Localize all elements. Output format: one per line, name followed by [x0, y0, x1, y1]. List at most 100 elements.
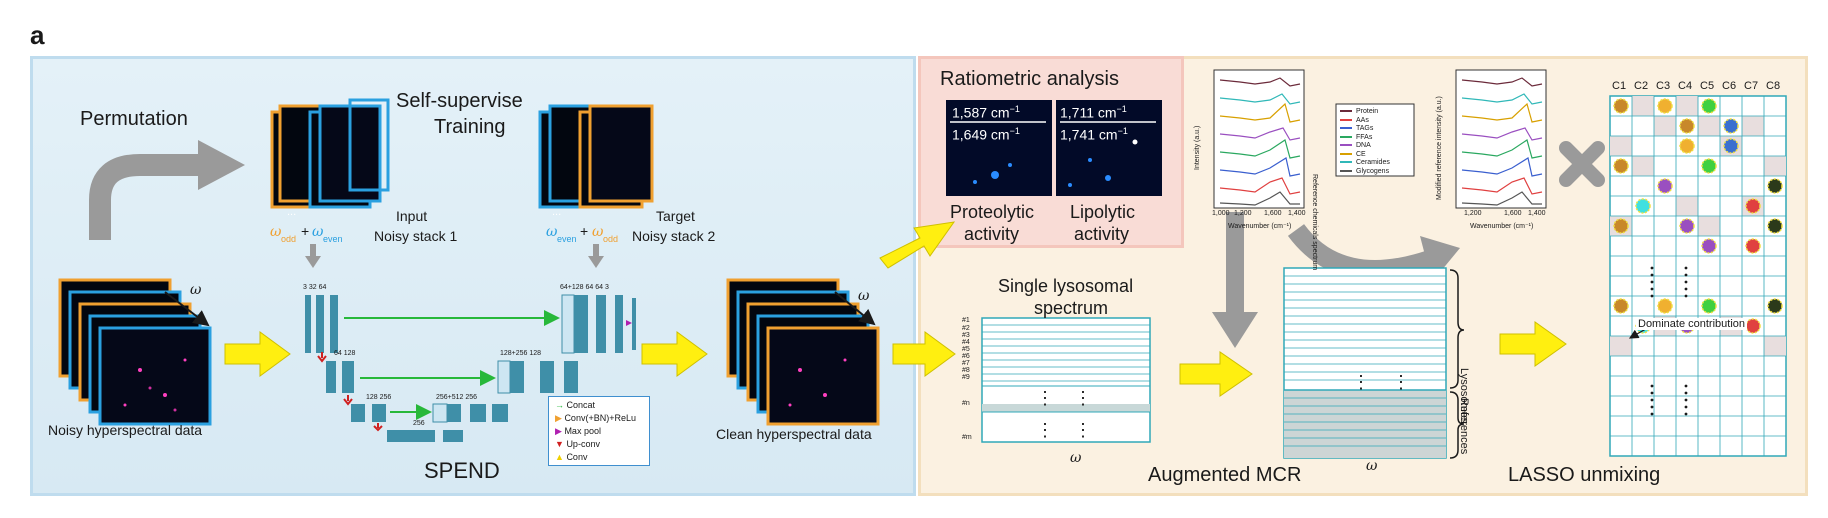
lasso-cell-shaded [1764, 336, 1786, 356]
lasso-contribution-dot [1723, 118, 1739, 134]
dominate-contribution-label: Dominate contribution [1636, 318, 1748, 330]
target-ellipsis: ... [552, 206, 562, 218]
row-label: #n [962, 400, 970, 407]
right-den-sup: −1 [1117, 126, 1128, 136]
left-tick-0: 1,000 [1212, 210, 1230, 217]
legend-label: Ceramides [1356, 159, 1390, 166]
single-dots-2: ⋮ [1074, 388, 1092, 408]
lasso-contribution-dot [1767, 298, 1783, 314]
lasso-contribution-dot [1657, 298, 1673, 314]
permutation-arrow [89, 140, 245, 240]
lasso-ellipsis-dot [1684, 280, 1688, 284]
left-xlabel: Wavenumber (cm⁻¹) [1228, 223, 1292, 230]
input-noisy-label: Noisy stack 1 [374, 228, 458, 244]
right-den-text: 1,741 cm [1060, 126, 1118, 143]
target-omega-odd: ω [592, 224, 604, 240]
ratio-right-numerator: 1,711 cm−1 [1060, 104, 1127, 121]
lasso-cell-shaded [1654, 116, 1676, 136]
noisy-omega: ω [190, 282, 202, 298]
lasso-contribution-dot [1679, 118, 1695, 134]
unet-diagram [305, 294, 636, 442]
input-stack [270, 98, 390, 209]
target-noisy-label: Noisy stack 2 [632, 228, 716, 244]
lasso-cell-shaded [1676, 196, 1698, 216]
spectra-legend-item: DNA [1340, 142, 1371, 149]
row-label: #4 [962, 339, 970, 346]
max-pool-icon: ▶ [555, 426, 562, 436]
lasso-cell-shaded [1610, 136, 1632, 156]
left-tick-2: 1,600 [1264, 210, 1282, 217]
ratio-left-denominator: 1,649 cm−1 [952, 126, 1020, 143]
lasso-column-label: C3 [1656, 80, 1671, 92]
lasso-ellipsis-dot [1684, 405, 1688, 409]
left-tick-3: 1,400 [1288, 210, 1306, 217]
lasso-contribution-dot [1613, 158, 1629, 174]
lasso-contribution-dot [1767, 218, 1783, 234]
even-subscript: even [323, 234, 343, 244]
lasso-contribution-dot [1657, 98, 1673, 114]
lasso-ellipsis-dot [1684, 391, 1688, 395]
plus-sign-1: + [301, 223, 310, 239]
lasso-ellipsis-dot [1650, 266, 1654, 270]
spectra-legend-item: Glycogens [1340, 168, 1389, 175]
legend-label: FFAs [1356, 133, 1373, 141]
lasso-ellipsis-dot [1684, 273, 1688, 277]
lasso-contribution-dot [1657, 178, 1673, 194]
augmented-mcr-label: Augmented MCR [1148, 464, 1302, 486]
lasso-contribution-dot [1635, 198, 1651, 214]
legend-swatch-icon [1340, 152, 1352, 155]
legend-swatch-icon [1340, 161, 1352, 164]
lasso-column-label: C6 [1722, 80, 1737, 92]
lasso-column-label: C4 [1678, 80, 1693, 92]
unet-label-l3: 128 256 [366, 394, 392, 401]
legend-conv-relu: Conv(+BN)+ReLu [564, 413, 636, 423]
row-label: #1 [962, 317, 970, 324]
left-tick-1: 1,200 [1234, 210, 1252, 217]
lasso-ellipsis-dot [1684, 294, 1688, 298]
legend-label: CE [1356, 150, 1366, 158]
legend-swatch-icon [1340, 144, 1352, 147]
row-label: #5 [962, 346, 970, 353]
target-label: Target [656, 208, 695, 224]
row-label: #m [962, 434, 972, 441]
lipolytic-label: Lipolytic [1070, 202, 1136, 222]
lasso-column-label: C8 [1766, 80, 1781, 92]
spectra-legend-item: FFAs [1340, 134, 1372, 141]
lasso-column-label: C2 [1634, 80, 1649, 92]
left-den-text: 1,649 cm [952, 126, 1010, 143]
spend-label: SPEND [424, 458, 500, 483]
input-label: Input [396, 208, 428, 224]
training-label: Training [434, 116, 506, 138]
clean-hyperspectral-label: Clean hyperspectral data [716, 426, 872, 442]
legend-swatch-icon [1340, 169, 1352, 172]
lasso-contribution-dot [1701, 238, 1717, 254]
single-dots-1: ⋮ [1036, 388, 1054, 408]
legend-label: Protein [1356, 108, 1379, 115]
legend-label: Glycogens [1356, 167, 1390, 175]
single-dots-4: ⋮ [1074, 420, 1092, 440]
legend-swatch-icon [1340, 118, 1352, 121]
omega-even-symbol: ω [312, 224, 324, 240]
unet-label-l1: 3 32 64 [303, 284, 327, 291]
legend-swatch-icon [1340, 127, 1352, 130]
lasso-cell-shaded [1632, 156, 1654, 176]
row-label: #6 [962, 353, 970, 360]
self-supervise-label: Self-supervise [396, 90, 523, 112]
lasso-contribution-dot [1613, 298, 1629, 314]
panel-letter: a [30, 20, 45, 50]
omega-odd-symbol: ω [270, 224, 282, 240]
input-ellipsis: ... [287, 206, 297, 218]
ratio-left-numerator: 1,587 cm−1 [952, 104, 1020, 121]
plus-sign-2: + [580, 223, 589, 239]
right-xlabel: Wavenumber (cm⁻¹) [1470, 223, 1534, 230]
unet-label-r3: 128+256 128 [500, 350, 542, 357]
concat-icon: → [555, 400, 564, 410]
target-even-subscript: even [557, 234, 577, 244]
lasso-cell-shaded [1610, 336, 1632, 356]
lasso-contribution-dot [1745, 198, 1761, 214]
lasso-contribution-dot [1745, 318, 1761, 334]
legend-label: AAs [1356, 116, 1369, 124]
lasso-grid [1609, 95, 1787, 457]
lasso-cell-shaded [1676, 96, 1698, 116]
